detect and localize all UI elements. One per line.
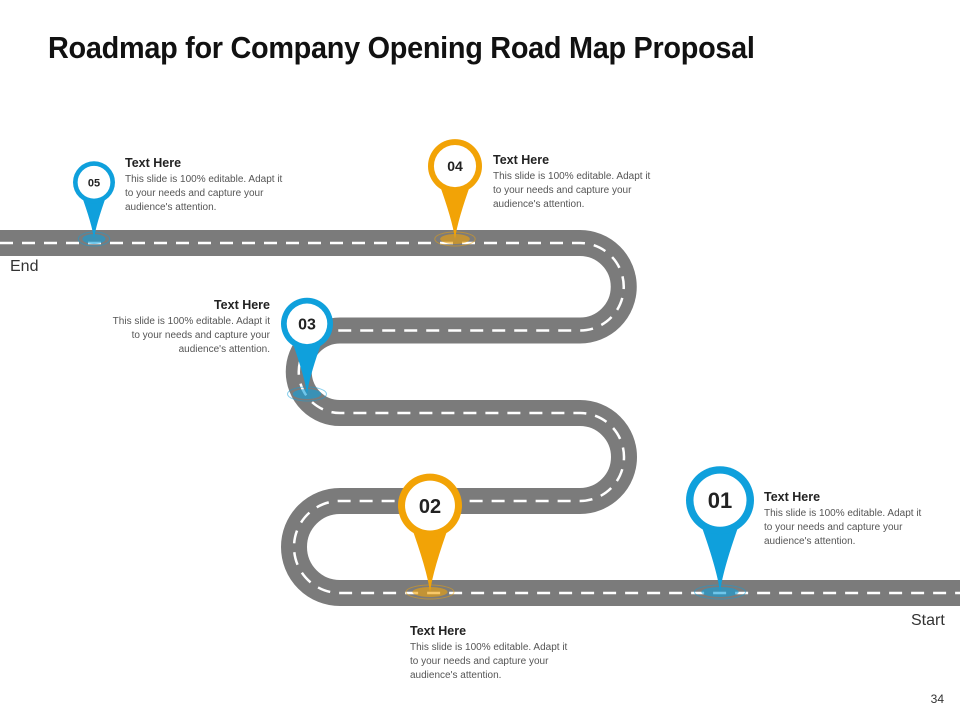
milestone-01-text: Text Here This slide is 100% editable. A… (764, 490, 929, 549)
milestone-body: This slide is 100% editable. Adapt it to… (125, 174, 283, 213)
page-number: 34 (930, 692, 944, 706)
milestone-body: This slide is 100% editable. Adapt it to… (112, 316, 270, 355)
pin-tail (698, 518, 742, 592)
milestone-heading: Text Here (410, 624, 467, 638)
milestone-body: This slide is 100% editable. Adapt it to… (410, 642, 568, 681)
pin-tail (80, 193, 108, 239)
pin-number: 02 (419, 496, 441, 518)
pin-face (286, 303, 328, 345)
pin-tail (438, 180, 472, 239)
milestone-pin-03: 03 (281, 297, 333, 402)
milestone-05-text: Text Here This slide is 100% editable. A… (125, 156, 290, 215)
milestone-pin-02: 02 (398, 473, 462, 600)
milestone-heading: Text Here (213, 298, 270, 312)
pin-tail (290, 338, 324, 394)
pin-face (433, 145, 477, 188)
pin-number: 01 (708, 488, 732, 513)
milestone-heading: Text Here (493, 153, 550, 167)
milestone-03-text: Text Here This slide is 100% editable. A… (105, 298, 270, 357)
pin-face (693, 473, 747, 527)
pin-number: 05 (88, 177, 100, 189)
milestone-pin-04: 04 (428, 139, 482, 247)
milestone-02-text: Text Here This slide is 100% editable. A… (410, 624, 575, 683)
slide-title: Roadmap for Company Opening Road Map Pro… (48, 30, 755, 65)
road-start-label: Start (911, 612, 945, 629)
milestone-body: This slide is 100% editable. Adapt it to… (493, 171, 651, 210)
road-center-dashes (0, 241, 960, 595)
milestone-pin-05: 05 (73, 161, 115, 247)
pin-face (77, 165, 111, 199)
milestone-heading: Text Here (125, 156, 182, 170)
pin-tail (410, 523, 450, 592)
pin-number: 04 (447, 158, 463, 174)
pin-number: 03 (298, 317, 316, 334)
milestone-body: This slide is 100% editable. Adapt it to… (764, 508, 922, 547)
road-end-label: End (10, 258, 39, 275)
milestone-heading: Text Here (764, 490, 821, 504)
pin-face (405, 480, 455, 531)
milestone-pin-01: 01 (686, 466, 754, 600)
milestone-04-text: Text Here This slide is 100% editable. A… (493, 153, 658, 212)
